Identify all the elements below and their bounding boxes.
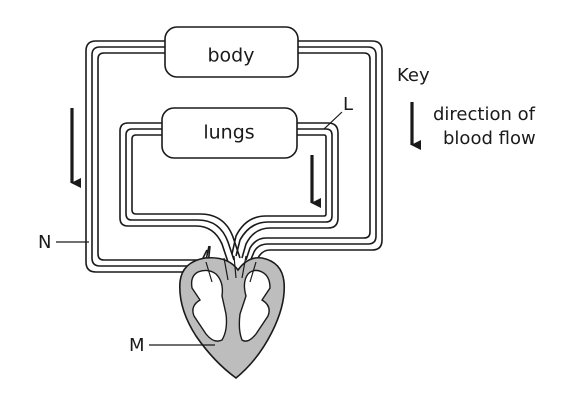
label-N: N (38, 232, 51, 253)
label-M: M (129, 335, 145, 356)
label-L: L (343, 94, 353, 115)
heart-chamber (190, 269, 228, 342)
key-title: Key (397, 65, 430, 86)
heart-chamber (238, 269, 271, 342)
lungs-organ: lungs (161, 107, 298, 159)
pulmonary-circuit (119, 122, 339, 263)
label-L-leader (323, 111, 343, 130)
heart (179, 255, 286, 380)
body-organ: body (164, 26, 299, 78)
key-line-1: direction of (433, 104, 536, 125)
key: Key direction of blood flow (397, 65, 536, 151)
key-line-2: blood flow (443, 128, 536, 149)
lungs-label: lungs (203, 122, 254, 144)
body-label: body (208, 45, 255, 67)
